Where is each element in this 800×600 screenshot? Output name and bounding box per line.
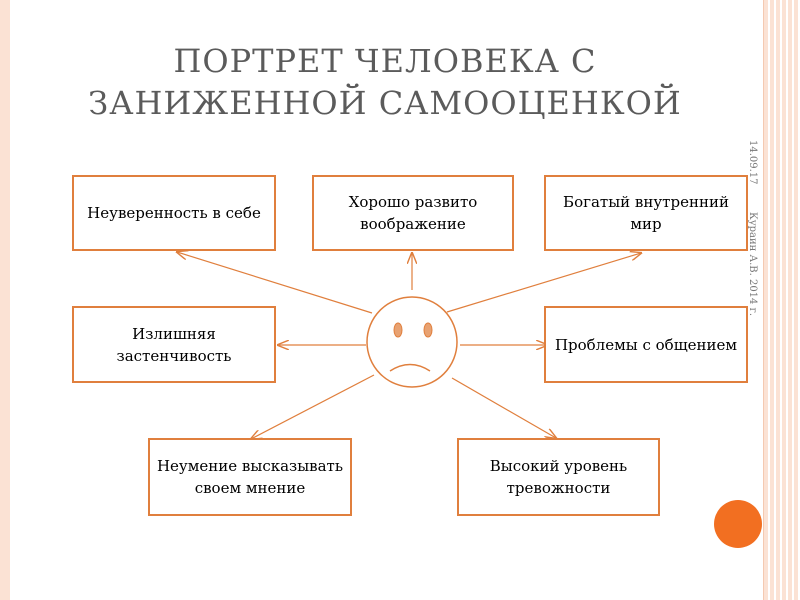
box-expression-label: Неумение высказывать своем мнение xyxy=(156,457,344,497)
box-shyness: Излишняя застенчивость xyxy=(72,306,276,383)
box-anxiety-label: Высокий уровень тревожности xyxy=(489,457,628,497)
slide-frame-right xyxy=(763,0,800,600)
box-shyness-label: Излишняя застенчивость xyxy=(116,324,232,365)
sad-face-icon xyxy=(366,296,458,388)
box-insecurity-label: Неуверенность в себе xyxy=(87,204,261,222)
box-inner-world-label: Богатый внутренний мир xyxy=(563,193,729,233)
title-line-1: ПОРТРЕТ ЧЕЛОВЕКА С xyxy=(173,42,597,80)
box-communication: Проблемы с общением xyxy=(544,306,748,383)
box-imagination-label: Хорошо развито воображение xyxy=(348,193,478,233)
box-inner-world: Богатый внутренний мир xyxy=(544,175,748,251)
box-communication-label: Проблемы с общением xyxy=(554,335,738,354)
arrow-to-anxiety xyxy=(451,377,556,438)
arrow-to-expression xyxy=(251,374,375,439)
box-imagination: Хорошо развито воображение xyxy=(312,175,514,251)
title-line-2: ЗАНИЖЕННОЙ САМООЦЕНКОЙ xyxy=(88,84,682,122)
arrow-to-inner-world xyxy=(446,253,641,313)
slide-frame-left xyxy=(0,0,10,600)
slide-title: ПОРТРЕТ ЧЕЛОВЕКА С ЗАНИЖЕННОЙ САМООЦЕНКО… xyxy=(40,40,730,124)
arrow-to-insecurity xyxy=(177,252,373,314)
box-insecurity: Неуверенность в себе xyxy=(72,175,276,251)
box-expression: Неумение высказывать своем мнение xyxy=(148,438,352,516)
decorative-dot xyxy=(714,500,762,548)
box-anxiety: Высокий уровень тревожности xyxy=(457,438,660,516)
